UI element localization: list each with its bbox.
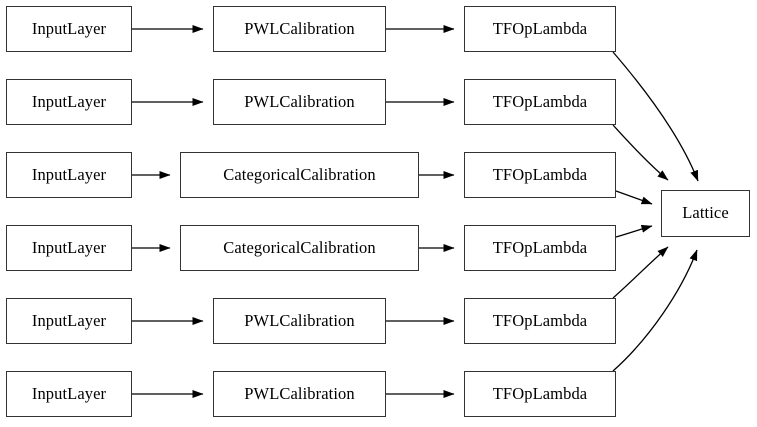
node-lambda_2[interactable]: TFOpLambda (464, 79, 616, 125)
node-label: InputLayer (31, 310, 107, 330)
node-lambda_5[interactable]: TFOpLambda (464, 298, 616, 344)
node-label: InputLayer (31, 383, 107, 403)
node-calib_1[interactable]: PWLCalibration (213, 6, 386, 52)
node-label: PWLCalibration (244, 91, 355, 111)
node-input_2[interactable]: InputLayer (6, 79, 132, 125)
node-label: InputLayer (31, 91, 107, 111)
node-lambda_3[interactable]: TFOpLambda (464, 152, 616, 198)
node-label: InputLayer (31, 18, 107, 38)
node-label: CategoricalCalibration (223, 164, 376, 184)
node-label: TFOpLambda (492, 310, 588, 330)
node-label: PWLCalibration (244, 18, 355, 38)
node-lattice[interactable]: Lattice (661, 190, 750, 237)
node-lambda_6[interactable]: TFOpLambda (464, 371, 616, 417)
node-lambda_4[interactable]: TFOpLambda (464, 225, 616, 271)
node-input_4[interactable]: InputLayer (6, 225, 132, 271)
node-label: CategoricalCalibration (223, 237, 376, 257)
node-calib_4[interactable]: CategoricalCalibration (180, 225, 419, 271)
node-label: TFOpLambda (492, 164, 588, 184)
node-input_1[interactable]: InputLayer (6, 6, 132, 52)
node-calib_5[interactable]: PWLCalibration (213, 298, 386, 344)
edge-lambda_2-to-lattice (612, 124, 669, 181)
node-label: PWLCalibration (244, 383, 355, 403)
node-label: TFOpLambda (492, 383, 588, 403)
node-label: TFOpLambda (492, 18, 588, 38)
edge-lambda_4-to-lattice (615, 224, 653, 238)
node-calib_2[interactable]: PWLCalibration (213, 79, 386, 125)
node-input_3[interactable]: InputLayer (6, 152, 132, 198)
edge-lambda_6-to-lattice (612, 249, 698, 372)
node-label: Lattice (682, 203, 729, 223)
edge-lambda_1-to-lattice (612, 51, 699, 182)
node-lambda_1[interactable]: TFOpLambda (464, 6, 616, 52)
node-input_5[interactable]: InputLayer (6, 298, 132, 344)
node-input_6[interactable]: InputLayer (6, 371, 132, 417)
node-calib_3[interactable]: CategoricalCalibration (180, 152, 419, 198)
node-label: InputLayer (31, 164, 107, 184)
node-label: PWLCalibration (244, 310, 355, 330)
node-label: TFOpLambda (492, 237, 588, 257)
edge-lambda_3-to-lattice (615, 190, 653, 205)
node-label: TFOpLambda (492, 91, 588, 111)
node-calib_6[interactable]: PWLCalibration (213, 371, 386, 417)
edge-lambda_5-to-lattice (612, 246, 669, 299)
node-label: InputLayer (31, 237, 107, 257)
